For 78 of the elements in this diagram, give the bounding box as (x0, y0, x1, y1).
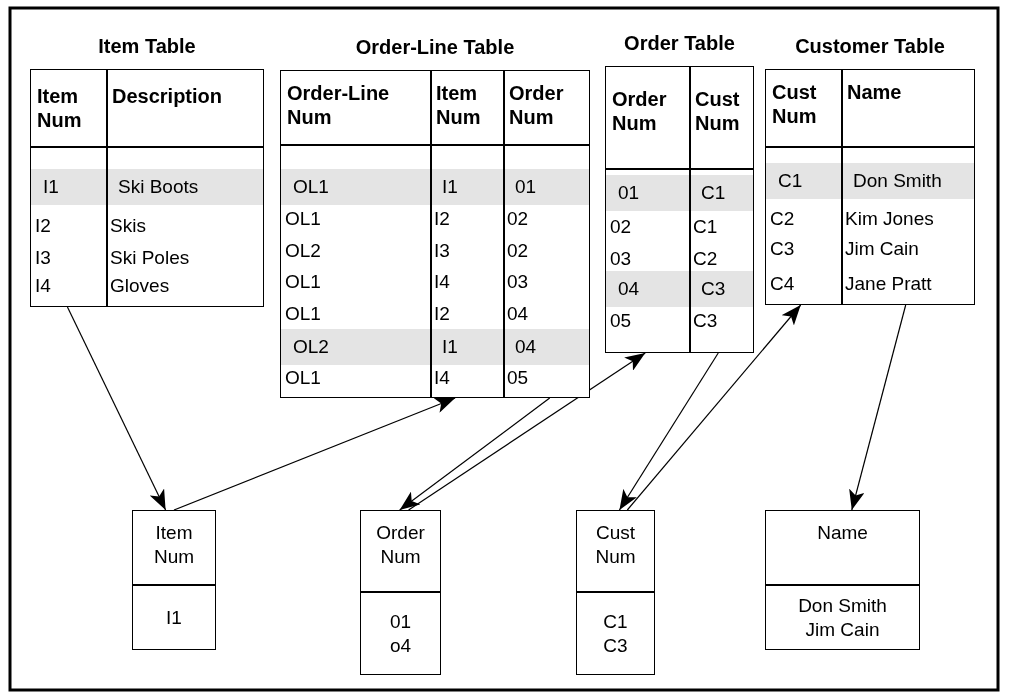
column-header: Order Num (612, 87, 668, 135)
arrow (66, 306, 167, 511)
result-box (132, 510, 216, 650)
cell-value: I4 (434, 367, 450, 389)
cell-value: C3 (693, 310, 718, 332)
cell-value: Kim Jones (845, 208, 934, 230)
cell-value: Skis (110, 215, 146, 237)
cell-value: I2 (434, 303, 450, 325)
column-header: Item Num (436, 81, 482, 129)
cell-value: Don Smith Jim Cain (797, 593, 888, 642)
cell-value: 04 (515, 336, 537, 358)
column-header: Cust Num (594, 521, 637, 569)
column-header: Cust Num (772, 80, 818, 128)
cell-value: C1 (778, 170, 803, 192)
column-header: Name (847, 80, 903, 104)
cell-value: OL2 (293, 336, 329, 358)
cell-value: Jane Pratt (845, 273, 932, 295)
cell-value: 02 (610, 216, 632, 238)
cell-value: 02 (507, 208, 529, 230)
cell-value: 01 o4 (388, 609, 413, 658)
cell-value: I4 (35, 275, 51, 297)
cell-value: C1 (693, 216, 718, 238)
result-box (576, 510, 655, 675)
cell-value: Jim Cain (845, 238, 919, 260)
cell-value: 01 (515, 176, 537, 198)
cell-value: 04 (507, 303, 529, 325)
cell-value: 05 (610, 310, 632, 332)
cell-value: OL1 (293, 176, 329, 198)
column-header: Item Num (37, 84, 83, 132)
arrow (849, 304, 907, 511)
cell-value: I2 (434, 208, 450, 230)
cell-value: OL1 (285, 271, 321, 293)
cell-value: OL2 (285, 240, 321, 262)
table-title: Order-Line Table (354, 36, 516, 59)
cell-value: 03 (610, 248, 632, 270)
column-header: Name (816, 521, 869, 545)
column-header: Order Num (509, 81, 565, 129)
cell-value: 03 (507, 271, 529, 293)
arrow (618, 352, 719, 511)
cell-value: C1 C3 (602, 609, 629, 658)
cell-value: I3 (434, 240, 450, 262)
column-header: Cust Num (695, 87, 741, 135)
arrow (408, 352, 646, 511)
cell-value: I3 (35, 247, 51, 269)
column-header: Item Num (152, 521, 196, 569)
cell-value: C1 (701, 182, 726, 204)
cell-value: Gloves (110, 275, 170, 297)
cell-value: C2 (693, 248, 718, 270)
cell-value: OL1 (285, 303, 321, 325)
arrow (399, 397, 551, 511)
cell-value: OL1 (285, 367, 321, 389)
table-title: Order Table (623, 32, 736, 55)
cell-value: Ski Poles (110, 247, 190, 269)
cell-value: 02 (507, 240, 529, 262)
cell-value: 05 (507, 367, 529, 389)
cell-value: I1 (165, 605, 183, 630)
cell-value: 01 (618, 182, 640, 204)
cell-value: Ski Boots (118, 176, 199, 198)
cell-value: C4 (770, 273, 795, 295)
column-header: Order-Line Num (287, 81, 391, 129)
cell-value: C3 (770, 238, 795, 260)
result-box (765, 510, 920, 650)
cell-value: C2 (770, 208, 795, 230)
cell-value: I4 (434, 271, 450, 293)
cell-value: 04 (618, 278, 640, 300)
cell-value: I1 (442, 176, 458, 198)
cell-value: I2 (35, 215, 51, 237)
column-header: Order Num (375, 521, 426, 569)
cell-value: OL1 (285, 208, 321, 230)
cell-value: Don Smith (853, 170, 942, 192)
cell-value: I1 (442, 336, 458, 358)
column-header: Description (112, 84, 224, 108)
cell-value: I1 (43, 176, 59, 198)
result-box (360, 510, 441, 675)
arrow (626, 304, 802, 511)
cell-value: C3 (701, 278, 726, 300)
arrow (173, 397, 456, 511)
table-title: Item Table (97, 35, 197, 58)
